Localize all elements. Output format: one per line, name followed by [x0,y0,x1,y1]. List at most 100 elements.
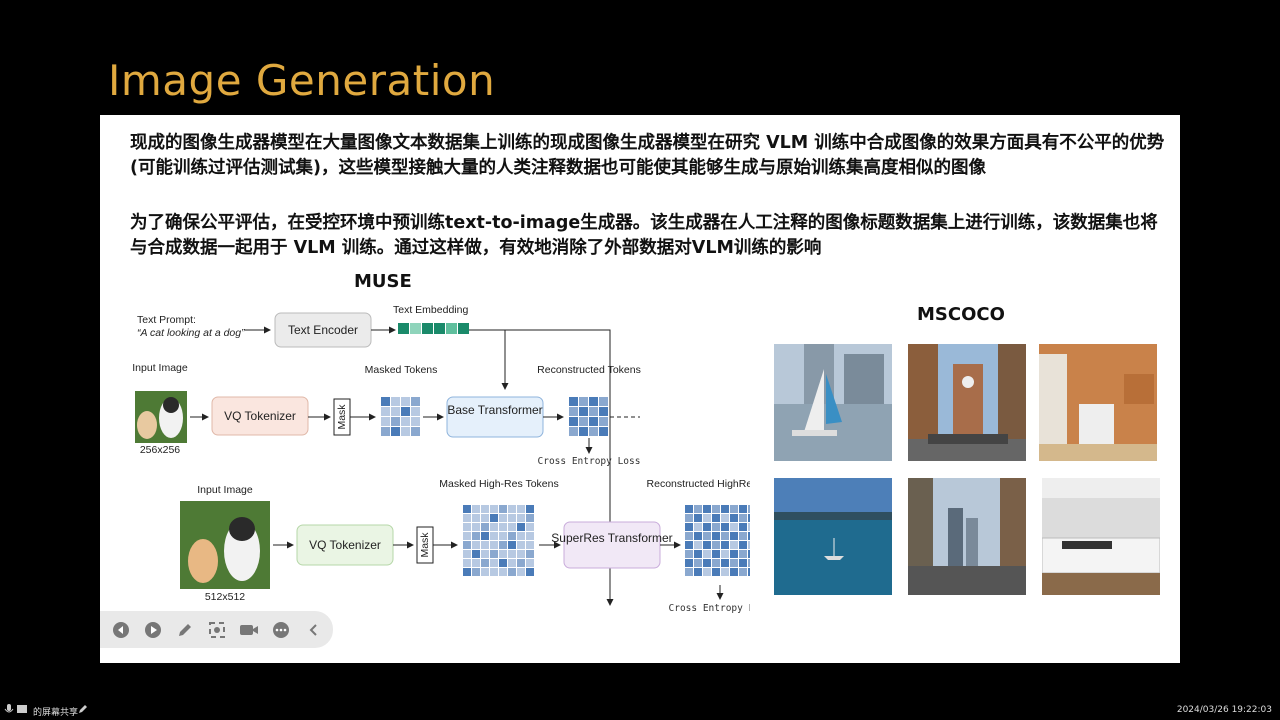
token-cell [499,550,507,558]
reconstructed-highres-grid [685,505,750,576]
token-cell [694,514,702,522]
mscoco-title: MSCOCO [917,304,1005,325]
token-cell [526,568,534,576]
datetime: 2024/03/26 19:22:03 [1176,705,1272,715]
paragraph-2: 为了确保公平评估，在受控环境中预训练text-to-image生成器。该生成器在… [130,213,1158,258]
token-cell [472,514,480,522]
token-cell [526,514,534,522]
input-image-large [180,501,270,589]
play-icon[interactable] [140,617,166,643]
token-cell [712,550,720,558]
token-cell [730,523,738,531]
token-cell [463,514,471,522]
token-cell [401,397,410,406]
token-cell [490,505,498,513]
token-cell [526,550,534,558]
screenshot-icon[interactable] [204,617,230,643]
token-cell [517,523,525,531]
token-cell [411,427,420,436]
token-cell [712,568,720,576]
token-cell [526,541,534,549]
camera-icon[interactable] [236,617,262,643]
token-cell [694,559,702,567]
token-cell [411,407,420,416]
more-icon[interactable] [268,617,294,643]
token-cell [526,559,534,567]
token-cell [472,505,480,513]
token-cell [721,559,729,567]
token-cell [703,541,711,549]
paragraph-1: 现成的图像生成器模型在大量图像文本数据集上训练的现成图像生成器模型在研究 VLM… [130,133,1165,178]
superres-transformer-label: SuperRes Transformer [551,531,672,545]
mscoco-photo-kitchen-1 [1039,344,1157,461]
size-large: 512x512 [205,591,245,603]
token-cell [463,550,471,558]
token-cell [401,407,410,416]
token-cell [490,550,498,558]
input-image-label-2: Input Image [197,484,253,496]
token-cell [411,397,420,406]
input-image-label: Input Image [132,362,188,374]
token-cell [517,541,525,549]
text-prompt-label: Text Prompt: [137,314,196,326]
edit-icon[interactable] [78,704,88,714]
token-cell [589,397,598,406]
cross-entropy-loss-1: Cross Entropy Loss [538,456,641,467]
token-cell [685,541,693,549]
token-cell [748,523,750,531]
token-cell [730,505,738,513]
token-cell [721,514,729,522]
screen-share-label: 的屏幕共享 [33,708,79,718]
token-cell [481,559,489,567]
token-cell [599,407,608,416]
token-cell [685,550,693,558]
token-cell [721,505,729,513]
mask-label-1: Mask [336,404,348,430]
token-cell [381,417,390,426]
token-cell [391,427,400,436]
masked-tokens-grid [381,397,420,436]
prev-icon[interactable] [108,617,134,643]
token-cell [526,523,534,531]
token-cell [569,427,578,436]
token-cell [463,532,471,540]
mscoco-photo-boat-lake [774,478,892,595]
token-cell [748,505,750,513]
token-cell [463,505,471,513]
token-cell [748,568,750,576]
token-cell [481,568,489,576]
token-cell [463,523,471,531]
token-cell [712,514,720,522]
superres-transformer-box [563,521,661,569]
token-cell [472,532,480,540]
token-cell [472,541,480,549]
token-cell [730,541,738,549]
token-cell [739,559,747,567]
token-cell [712,559,720,567]
text-prompt-quote: “A cat looking at a dog” [137,327,245,339]
token-cell [703,532,711,540]
token-cell [739,550,747,558]
token-cell [569,417,578,426]
token-cell [685,568,693,576]
screen-share-icon[interactable] [16,704,28,716]
token-cell [490,523,498,531]
token-cell [499,568,507,576]
token-cell [472,550,480,558]
token-cell [739,532,747,540]
token-cell [508,550,516,558]
collapse-icon[interactable] [300,617,326,643]
token-cell [712,523,720,531]
mscoco-photo-kitchen-2 [1042,478,1160,595]
token-cell [730,550,738,558]
token-cell [401,427,410,436]
token-cell [508,514,516,522]
token-cell [685,514,693,522]
mscoco-photo-city-street [908,478,1026,595]
token-cell [589,417,598,426]
token-cell [481,505,489,513]
pen-icon[interactable] [172,617,198,643]
token-cell [694,550,702,558]
token-cell [472,523,480,531]
microphone-icon[interactable] [4,704,14,716]
